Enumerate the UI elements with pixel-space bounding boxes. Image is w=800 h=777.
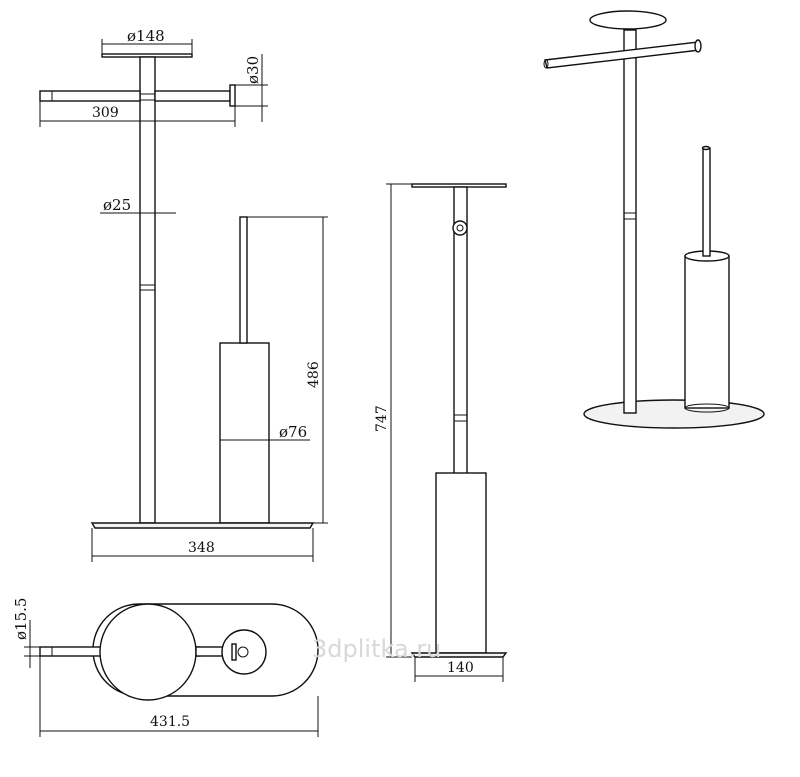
iso-base-plate (583, 399, 765, 429)
end-cap-diameter-label: ø30 (244, 56, 262, 84)
base-plate (90, 522, 315, 529)
arm-width-label: 309 (92, 105, 119, 121)
side-arm-section (452, 220, 468, 236)
top-view: ø15.5 431.5 (12, 598, 319, 737)
left-arm (39, 90, 141, 102)
top-plate-diameter-label: ø148 (127, 27, 165, 45)
base-width-label: 348 (188, 540, 215, 556)
brush-holder-height-label: 486 (306, 361, 322, 388)
brush-holder-diameter-label: ø76 (279, 423, 307, 441)
side-brush-holder (435, 472, 487, 654)
iso-pole (623, 29, 637, 414)
perspective-view (543, 10, 765, 429)
total-height-label: 747 (374, 405, 390, 432)
right-arm (154, 90, 231, 102)
iso-top-plate (589, 10, 667, 30)
base-depth-label: 140 (447, 660, 474, 676)
iso-arm (544, 41, 701, 69)
iso-brush-holder (684, 255, 730, 409)
arm-diameter-label: ø15.5 (12, 598, 30, 640)
front-view: ø148 ø30 309 ø25 486 ø76 348 (39, 27, 328, 562)
pole-diameter-label: ø25 (103, 196, 131, 214)
side-view: 747 140 (374, 183, 508, 682)
top-view-brush-holder (221, 629, 267, 675)
brush-handle (239, 216, 248, 344)
arm-end-cap (229, 84, 236, 107)
overall-length-label: 431.5 (150, 714, 190, 730)
top-view-plate (99, 603, 197, 701)
iso-brush-handle (702, 147, 711, 257)
brush-holder (219, 342, 270, 524)
watermark: 3dplitka.ru (312, 635, 441, 663)
